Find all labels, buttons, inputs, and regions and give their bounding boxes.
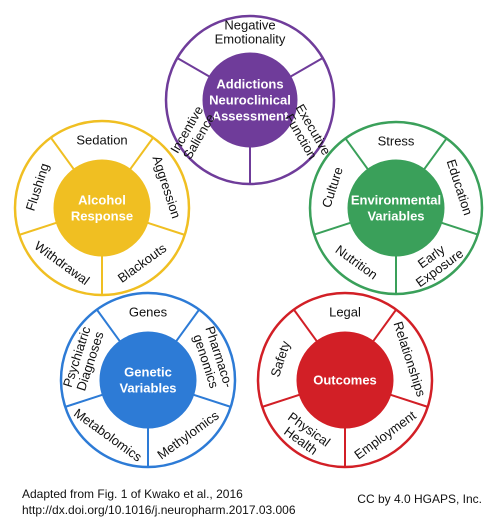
alcohol-divider-3 <box>18 221 57 236</box>
addictions-center-disc <box>202 52 298 148</box>
environmental-center-disc <box>347 159 445 257</box>
license-credit: CC by 4.0 HGAPS, Inc. <box>357 492 482 506</box>
addictions-divider-0 <box>290 57 324 78</box>
alcohol-divider-0 <box>129 137 154 170</box>
alcohol-center-disc <box>53 159 151 257</box>
outcomes-center-label: Outcomes <box>313 373 377 388</box>
genetic-divider-0 <box>175 309 200 342</box>
addictions-divider-2 <box>176 57 210 78</box>
outcomes-divider-4 <box>293 309 318 342</box>
environmental-divider-1 <box>441 221 479 236</box>
genetic-divider-4 <box>96 309 121 342</box>
alcohol-divider-1 <box>147 221 186 236</box>
citation-doi-link[interactable]: http://dx.doi.org/10.1016/j.neuropharm.2… <box>22 503 296 517</box>
environmental-divider-4 <box>344 137 369 170</box>
outcomes-divider-0 <box>372 309 397 342</box>
outcomes-center-disc <box>296 331 394 429</box>
alcohol-divider-4 <box>50 137 75 170</box>
genetic-divider-1 <box>193 393 232 408</box>
outcomes-divider-1 <box>390 393 429 408</box>
genetic-center-disc <box>99 331 197 429</box>
outcomes-wheel: OutcomesLegalRelationshipsEmploymentPhys… <box>256 291 434 469</box>
environmental-segment-label: Stress <box>378 134 415 149</box>
outcomes-segment-label: Legal <box>329 305 361 320</box>
environmental-divider-0 <box>423 137 448 170</box>
genetic-segment-label: Genes <box>129 305 168 320</box>
citation-credit: Adapted from Fig. 1 of Kwako et al., 201… <box>22 486 296 518</box>
alcohol-segment-label: Sedation <box>76 133 127 148</box>
citation-line-1: Adapted from Fig. 1 of Kwako et al., 201… <box>22 487 243 501</box>
genetic-divider-3 <box>64 393 103 408</box>
environmental-divider-3 <box>313 221 351 236</box>
outcomes-divider-3 <box>261 393 300 408</box>
